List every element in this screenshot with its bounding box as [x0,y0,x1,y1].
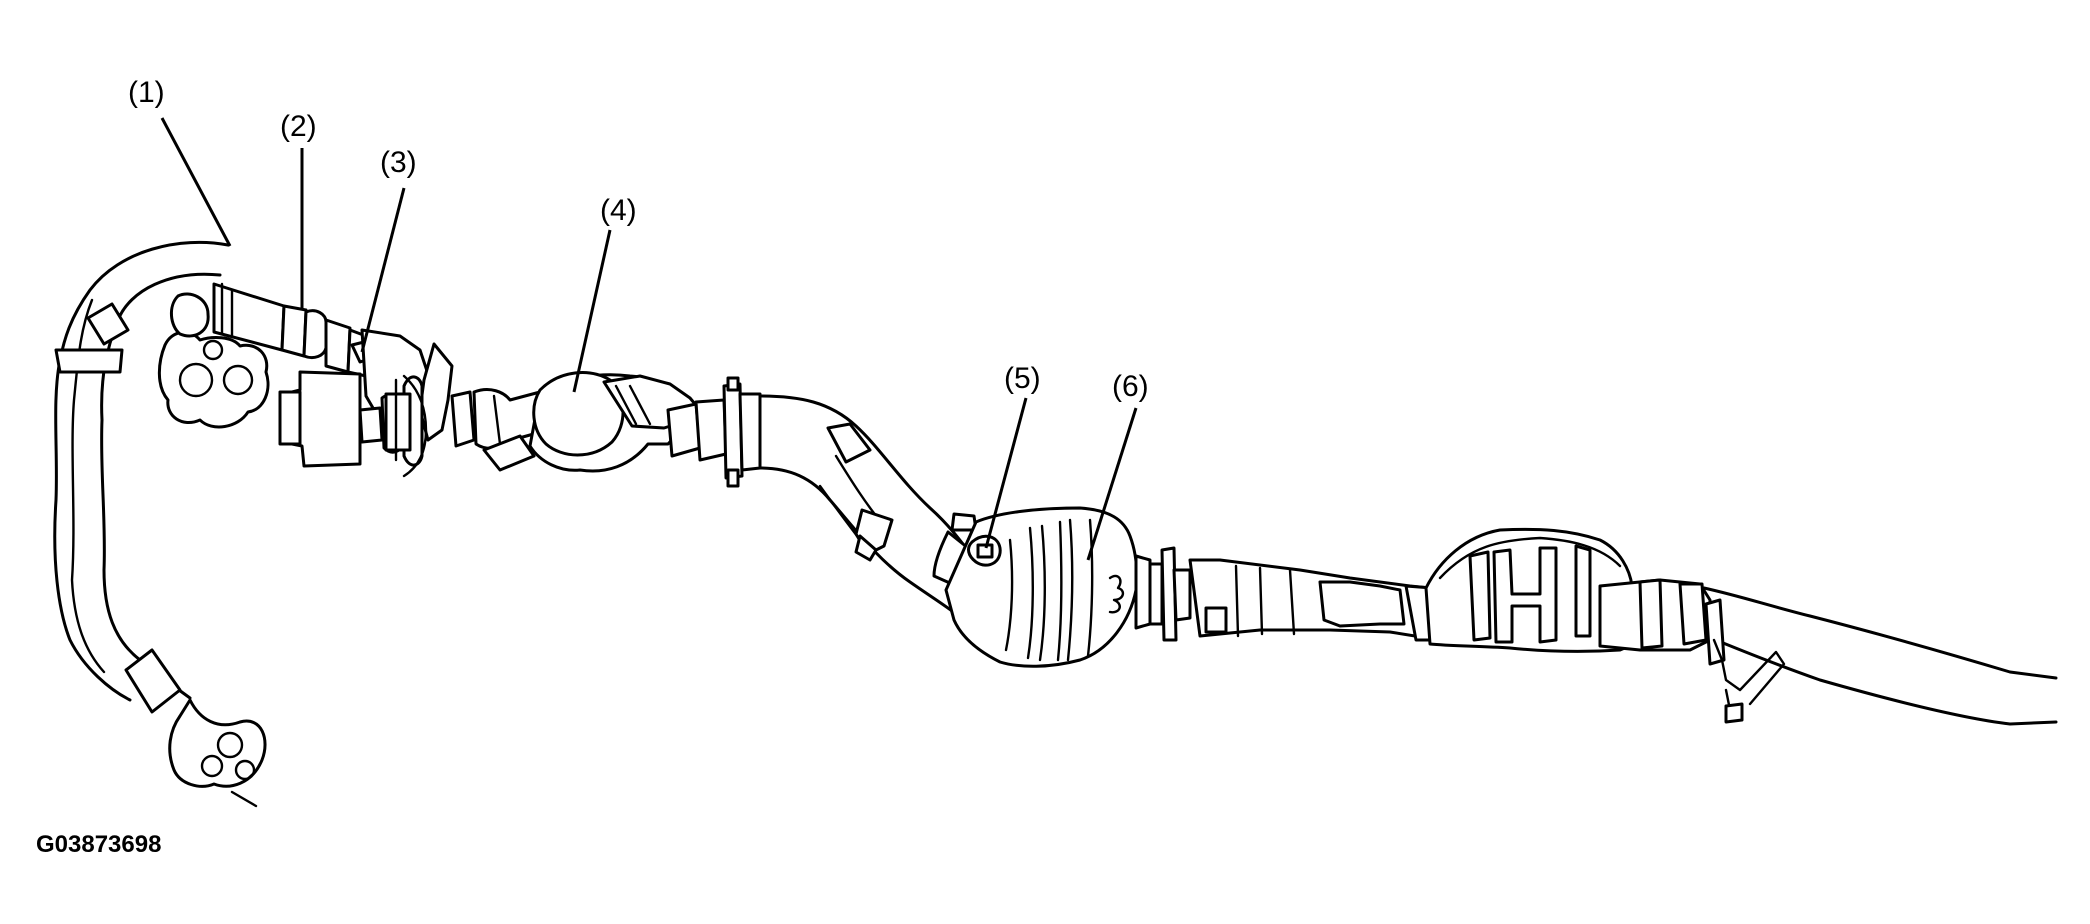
callout-3-label: (3) [380,146,417,179]
turbocharger [278,370,428,478]
callout-1-label: (1) [128,76,165,109]
callout-leaders [160,117,1138,561]
front-exhaust-pipe [53,240,267,808]
rear-catalytic-converter [932,506,1192,668]
callout-labels: (1) (2) (3) (4) (5) (6) [128,76,1149,403]
intermediate-pipe [1188,558,1442,642]
leader-1 [160,117,232,247]
muffler [1424,527,1646,653]
figure-id: G03873698 [36,831,161,858]
leader-4 [572,229,612,393]
leader-3 [360,187,406,353]
center-pipe [758,394,974,616]
callout-6-label: (6) [1112,370,1149,403]
callout-5-label: (5) [1004,362,1041,395]
center-flange [666,376,762,488]
exhaust-manifold-flange [86,292,270,429]
tail-pipe [1598,578,2058,726]
leader-6 [1086,407,1138,561]
callout-2-label: (2) [280,110,317,143]
callout-4-label: (4) [600,194,637,227]
leader-5 [984,397,1028,549]
